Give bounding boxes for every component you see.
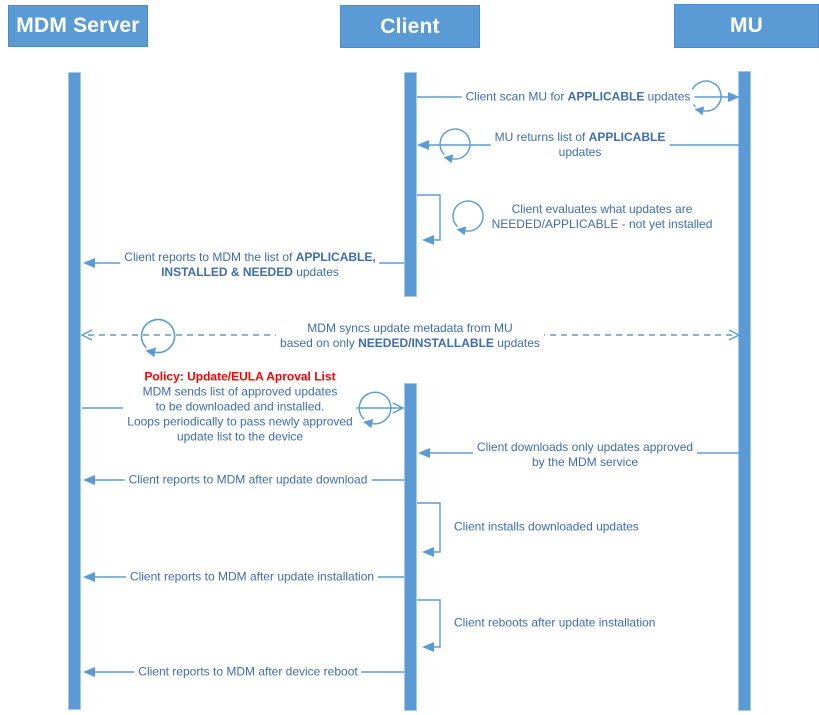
loop-icon bbox=[690, 80, 722, 116]
actor-label-mdm-server: MDM Server bbox=[16, 14, 140, 37]
self-arrow-client-install bbox=[417, 502, 441, 557]
arrow-report-download-client-to-mdm bbox=[83, 475, 404, 485]
self-arrow-client-evaluate bbox=[417, 194, 441, 245]
loop-icon bbox=[140, 318, 176, 358]
activation-bar-mu bbox=[738, 71, 751, 711]
loop-icon bbox=[439, 128, 471, 164]
arrow-policy-mdm-to-client bbox=[82, 402, 405, 414]
arrow-report-install-client-to-mdm bbox=[83, 572, 404, 582]
activation-bar-client-upper bbox=[404, 72, 417, 297]
arrow-report-list-client-to-mdm bbox=[83, 258, 404, 268]
self-arrow-client-reboot bbox=[417, 599, 441, 652]
actor-box-client: Client bbox=[340, 5, 480, 48]
actor-label-client: Client bbox=[380, 14, 440, 38]
actor-label-mu: MU bbox=[729, 14, 764, 37]
loop-icon bbox=[358, 391, 392, 429]
arrow-download-mu-to-client bbox=[418, 448, 739, 458]
loop-icon bbox=[452, 200, 484, 236]
activation-bar-mdm bbox=[68, 72, 81, 710]
arrow-report-reboot-client-to-mdm bbox=[83, 667, 404, 677]
arrow-sync-dashed-both-ways bbox=[80, 329, 741, 341]
arrow-returns-mu-to-client bbox=[417, 140, 739, 150]
actor-box-mu: MU bbox=[674, 4, 819, 48]
actor-box-mdm-server: MDM Server bbox=[8, 5, 148, 47]
activation-bar-client-lower bbox=[404, 383, 417, 711]
